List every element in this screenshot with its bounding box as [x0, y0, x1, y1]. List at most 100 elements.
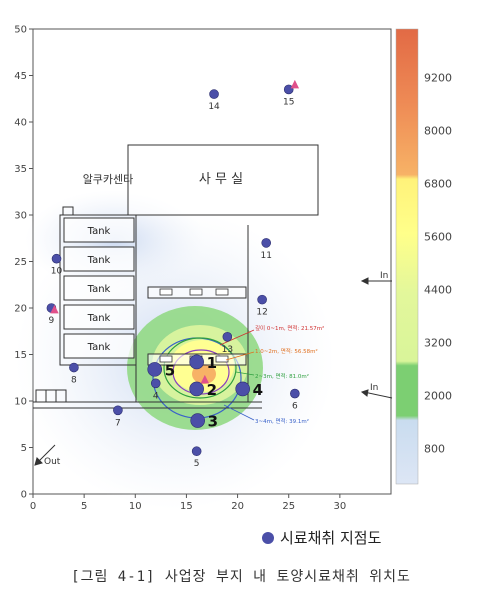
- contour-annotations: 깊이 0~1m, 면적: 21.57m² 1.0~2m, 면적: 56.58m²…: [219, 324, 324, 425]
- sample-point-14: [209, 89, 219, 99]
- colorbar-tick-label: 4400: [424, 284, 452, 297]
- flow-in-1-label: In: [380, 271, 388, 281]
- annotation-depth-0-1: 깊이 0~1m, 면적: 21.57m²: [255, 324, 324, 332]
- flow-out-label: Out: [44, 457, 61, 467]
- annotation-depth-2-3: 2~3m, 면적: 81.0m²: [255, 372, 309, 380]
- sample-point-3: [190, 413, 205, 428]
- tank-label: Tank: [87, 226, 111, 237]
- figure-caption: [그림 4-1] 사업장 부지 내 토양시료채취 위치도: [71, 569, 411, 585]
- y-tick-label: 25: [14, 257, 27, 268]
- office-label: 사 무 실: [199, 172, 243, 187]
- sample-label-major: 1: [207, 354, 217, 372]
- annotation-leader-1: [219, 329, 255, 346]
- annotation-depth-1-2: 1.0~2m, 면적: 56.58m²: [255, 347, 318, 355]
- tank-area-frame: [59, 214, 137, 366]
- sample-label: 10: [51, 267, 63, 277]
- x-tick-label: 15: [180, 501, 193, 512]
- y-tick-label: 0: [21, 490, 27, 501]
- legend-marker-icon: [262, 531, 274, 544]
- sample-point-12: [257, 294, 267, 305]
- small-unit-3: [55, 389, 67, 403]
- office-building: [127, 144, 319, 216]
- sample-label: 15: [283, 97, 294, 107]
- tank-box: [63, 333, 135, 359]
- y-tick-label: 10: [14, 397, 27, 408]
- process-mark: [189, 288, 203, 296]
- colorbar: 800 2000 3200 4400 5600 6800 8000 9200: [395, 28, 452, 485]
- colorbar-tick-label: 2000: [424, 390, 452, 403]
- y-tick-label: 50: [14, 25, 27, 36]
- tank-box: [63, 304, 135, 330]
- y-tick-label: 20: [14, 304, 27, 315]
- y-tick-label: 15: [14, 350, 27, 361]
- y-tick-label: 35: [14, 164, 27, 175]
- sample-point-5: [147, 362, 163, 377]
- sample-label: 12: [256, 308, 267, 318]
- tank-box: [63, 246, 135, 272]
- tank-label: Tank: [87, 255, 111, 266]
- triangle-marker-icon: ▲: [291, 77, 300, 90]
- x-tick-label: 30: [333, 501, 346, 512]
- alkyd-center-label: 알쿠카센타: [83, 172, 134, 186]
- tank-label: Tank: [87, 313, 111, 324]
- sample-point-4: [150, 378, 161, 389]
- legend-label: 시료채취 지점도: [280, 529, 382, 547]
- colorbar-tick-label: 6800: [424, 178, 452, 191]
- sample-label: 13: [222, 345, 233, 355]
- sample-point-7: [113, 405, 123, 416]
- flow-in-1-arrowhead: [360, 277, 369, 285]
- process-mark: [159, 288, 173, 296]
- tank-vent: [62, 206, 74, 216]
- sample-point-2: [189, 381, 204, 397]
- tank-box: [63, 217, 135, 243]
- y-tick-label: 30: [14, 211, 27, 222]
- flow-in-2-arrowhead: [360, 389, 369, 397]
- colorbar-tick-label: 9200: [424, 72, 452, 85]
- tank-box: [63, 275, 135, 301]
- annotation-leader-3: [235, 371, 255, 376]
- sample-point-5: [191, 446, 202, 457]
- triangle-marker-icon: ▲: [50, 302, 59, 315]
- sample-label-major: 2: [207, 381, 217, 399]
- sample-label: 7: [115, 418, 121, 428]
- sample-label: 14: [208, 102, 220, 112]
- annotation-depth-3-4: 3~4m, 면적: 39.1m²: [255, 417, 309, 425]
- sample-point-15: [283, 84, 294, 95]
- y-tick-label: 45: [14, 71, 27, 82]
- colorbar-tick-label: 3200: [424, 337, 452, 350]
- sample-label-major: 4: [253, 381, 263, 399]
- sample-point-1: [189, 354, 204, 370]
- annotation-leader-2: [225, 351, 255, 361]
- colorbar-tick-label: 800: [424, 443, 445, 456]
- flow-in-2-arrow: [363, 391, 393, 399]
- sample-label-major: 3: [208, 413, 218, 431]
- flow-in-2-label: In: [370, 383, 378, 393]
- x-tick-label: 5: [81, 501, 87, 512]
- flow-arrows: In In Out: [34, 271, 393, 467]
- sample-point-4: [235, 381, 250, 397]
- triangle-marker-icon: ▲: [201, 372, 210, 385]
- sample-label: 11: [260, 251, 271, 261]
- colorbar-tick-label: 5600: [424, 231, 452, 244]
- sample-label: 6: [292, 402, 298, 412]
- colorbar-scale: [395, 28, 419, 485]
- process-mark: [159, 355, 173, 363]
- sample-point-11: [261, 238, 272, 248]
- x-tick-label: 10: [129, 501, 142, 512]
- tank-label: Tank: [87, 342, 111, 353]
- sample-label: 5: [194, 459, 200, 469]
- sample-label-major: 5: [165, 361, 175, 379]
- sample-label: 9: [49, 316, 55, 326]
- x-tick-label: 20: [231, 501, 244, 512]
- y-tick-label: 40: [14, 118, 27, 129]
- colorbar-tick-label: 8000: [424, 125, 452, 138]
- contour-line-green: [163, 337, 237, 399]
- sample-point-6: [290, 388, 300, 399]
- flow-out-arrow: [36, 444, 56, 464]
- y-tick-label: 5: [21, 443, 27, 454]
- sample-point-8: [69, 362, 79, 373]
